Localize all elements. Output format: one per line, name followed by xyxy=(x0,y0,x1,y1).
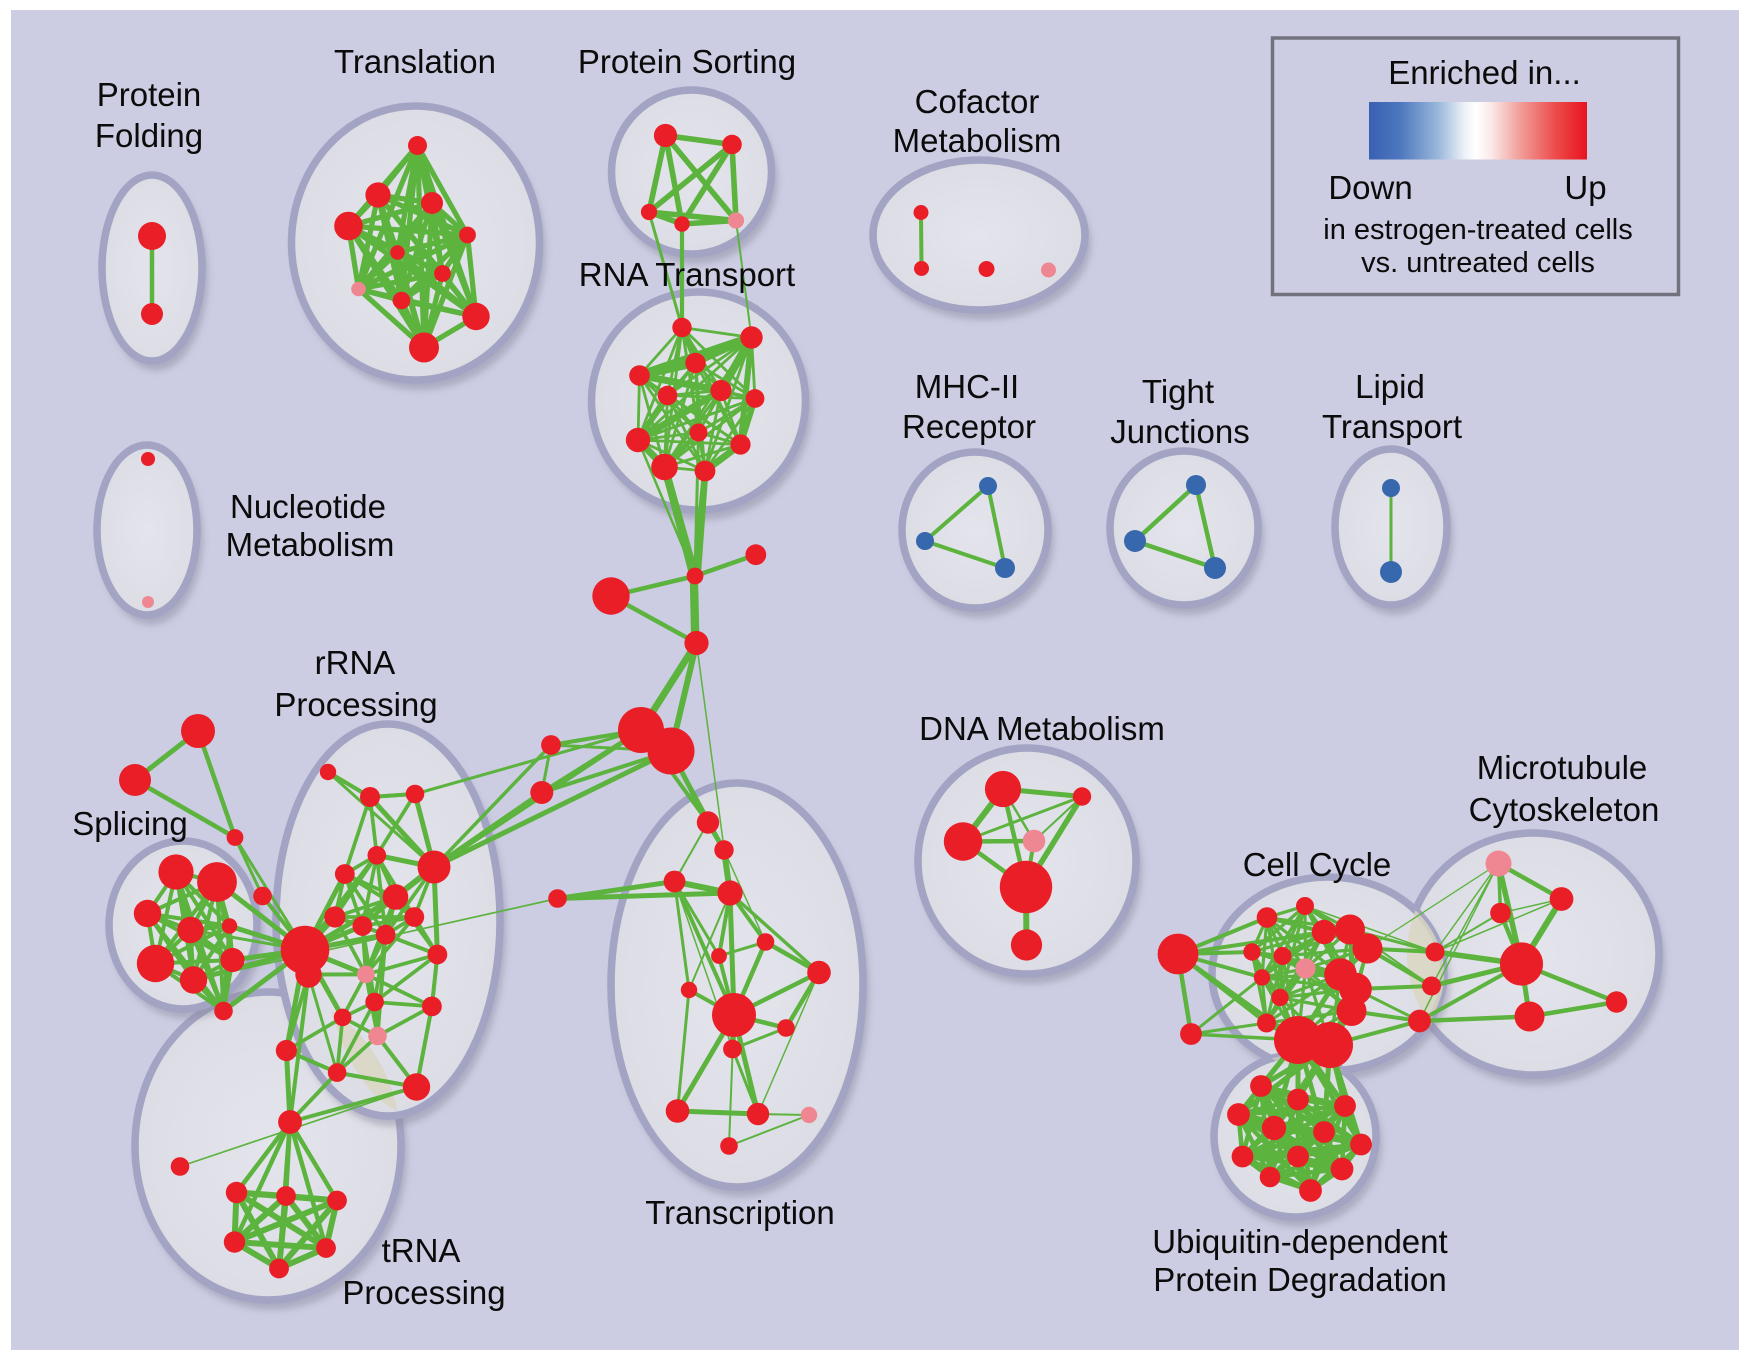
svg-text:Receptor: Receptor xyxy=(902,408,1036,445)
svg-text:Cell Cycle: Cell Cycle xyxy=(1243,846,1392,883)
svg-text:MHC-II: MHC-II xyxy=(915,368,1019,405)
svg-text:Splicing: Splicing xyxy=(72,805,188,842)
svg-text:Cofactor: Cofactor xyxy=(915,83,1040,120)
svg-text:Up: Up xyxy=(1564,169,1606,206)
svg-text:Cytoskeleton: Cytoskeleton xyxy=(1469,791,1660,828)
svg-text:Processing: Processing xyxy=(342,1274,505,1311)
svg-text:Metabolism: Metabolism xyxy=(893,122,1062,159)
svg-text:Tight: Tight xyxy=(1142,373,1214,410)
svg-text:Metabolism: Metabolism xyxy=(226,526,395,563)
svg-text:Junctions: Junctions xyxy=(1110,413,1249,450)
svg-text:Nucleotide: Nucleotide xyxy=(230,488,386,525)
svg-text:Lipid: Lipid xyxy=(1355,368,1425,405)
svg-text:Microtubule: Microtubule xyxy=(1477,749,1648,786)
svg-text:Protein Degradation: Protein Degradation xyxy=(1153,1261,1447,1298)
svg-text:Protein: Protein xyxy=(97,76,202,113)
svg-text:in estrogen-treated cells: in estrogen-treated cells xyxy=(1323,214,1633,246)
svg-text:Ubiquitin-dependent: Ubiquitin-dependent xyxy=(1152,1223,1447,1260)
svg-text:Protein Sorting: Protein Sorting xyxy=(578,43,796,80)
svg-text:Enriched in...: Enriched in... xyxy=(1388,54,1581,91)
svg-text:Down: Down xyxy=(1328,169,1412,206)
svg-text:Transport: Transport xyxy=(1322,408,1462,445)
svg-text:tRNA: tRNA xyxy=(382,1232,461,1269)
svg-text:DNA Metabolism: DNA Metabolism xyxy=(919,710,1165,747)
svg-text:Transcription: Transcription xyxy=(645,1194,835,1231)
svg-text:vs. untreated cells: vs. untreated cells xyxy=(1361,247,1595,279)
svg-text:rRNA: rRNA xyxy=(315,644,396,681)
svg-text:Folding: Folding xyxy=(95,117,203,154)
svg-text:RNA Transport: RNA Transport xyxy=(579,256,795,293)
svg-text:Processing: Processing xyxy=(274,686,437,723)
svg-text:Translation: Translation xyxy=(334,43,496,80)
